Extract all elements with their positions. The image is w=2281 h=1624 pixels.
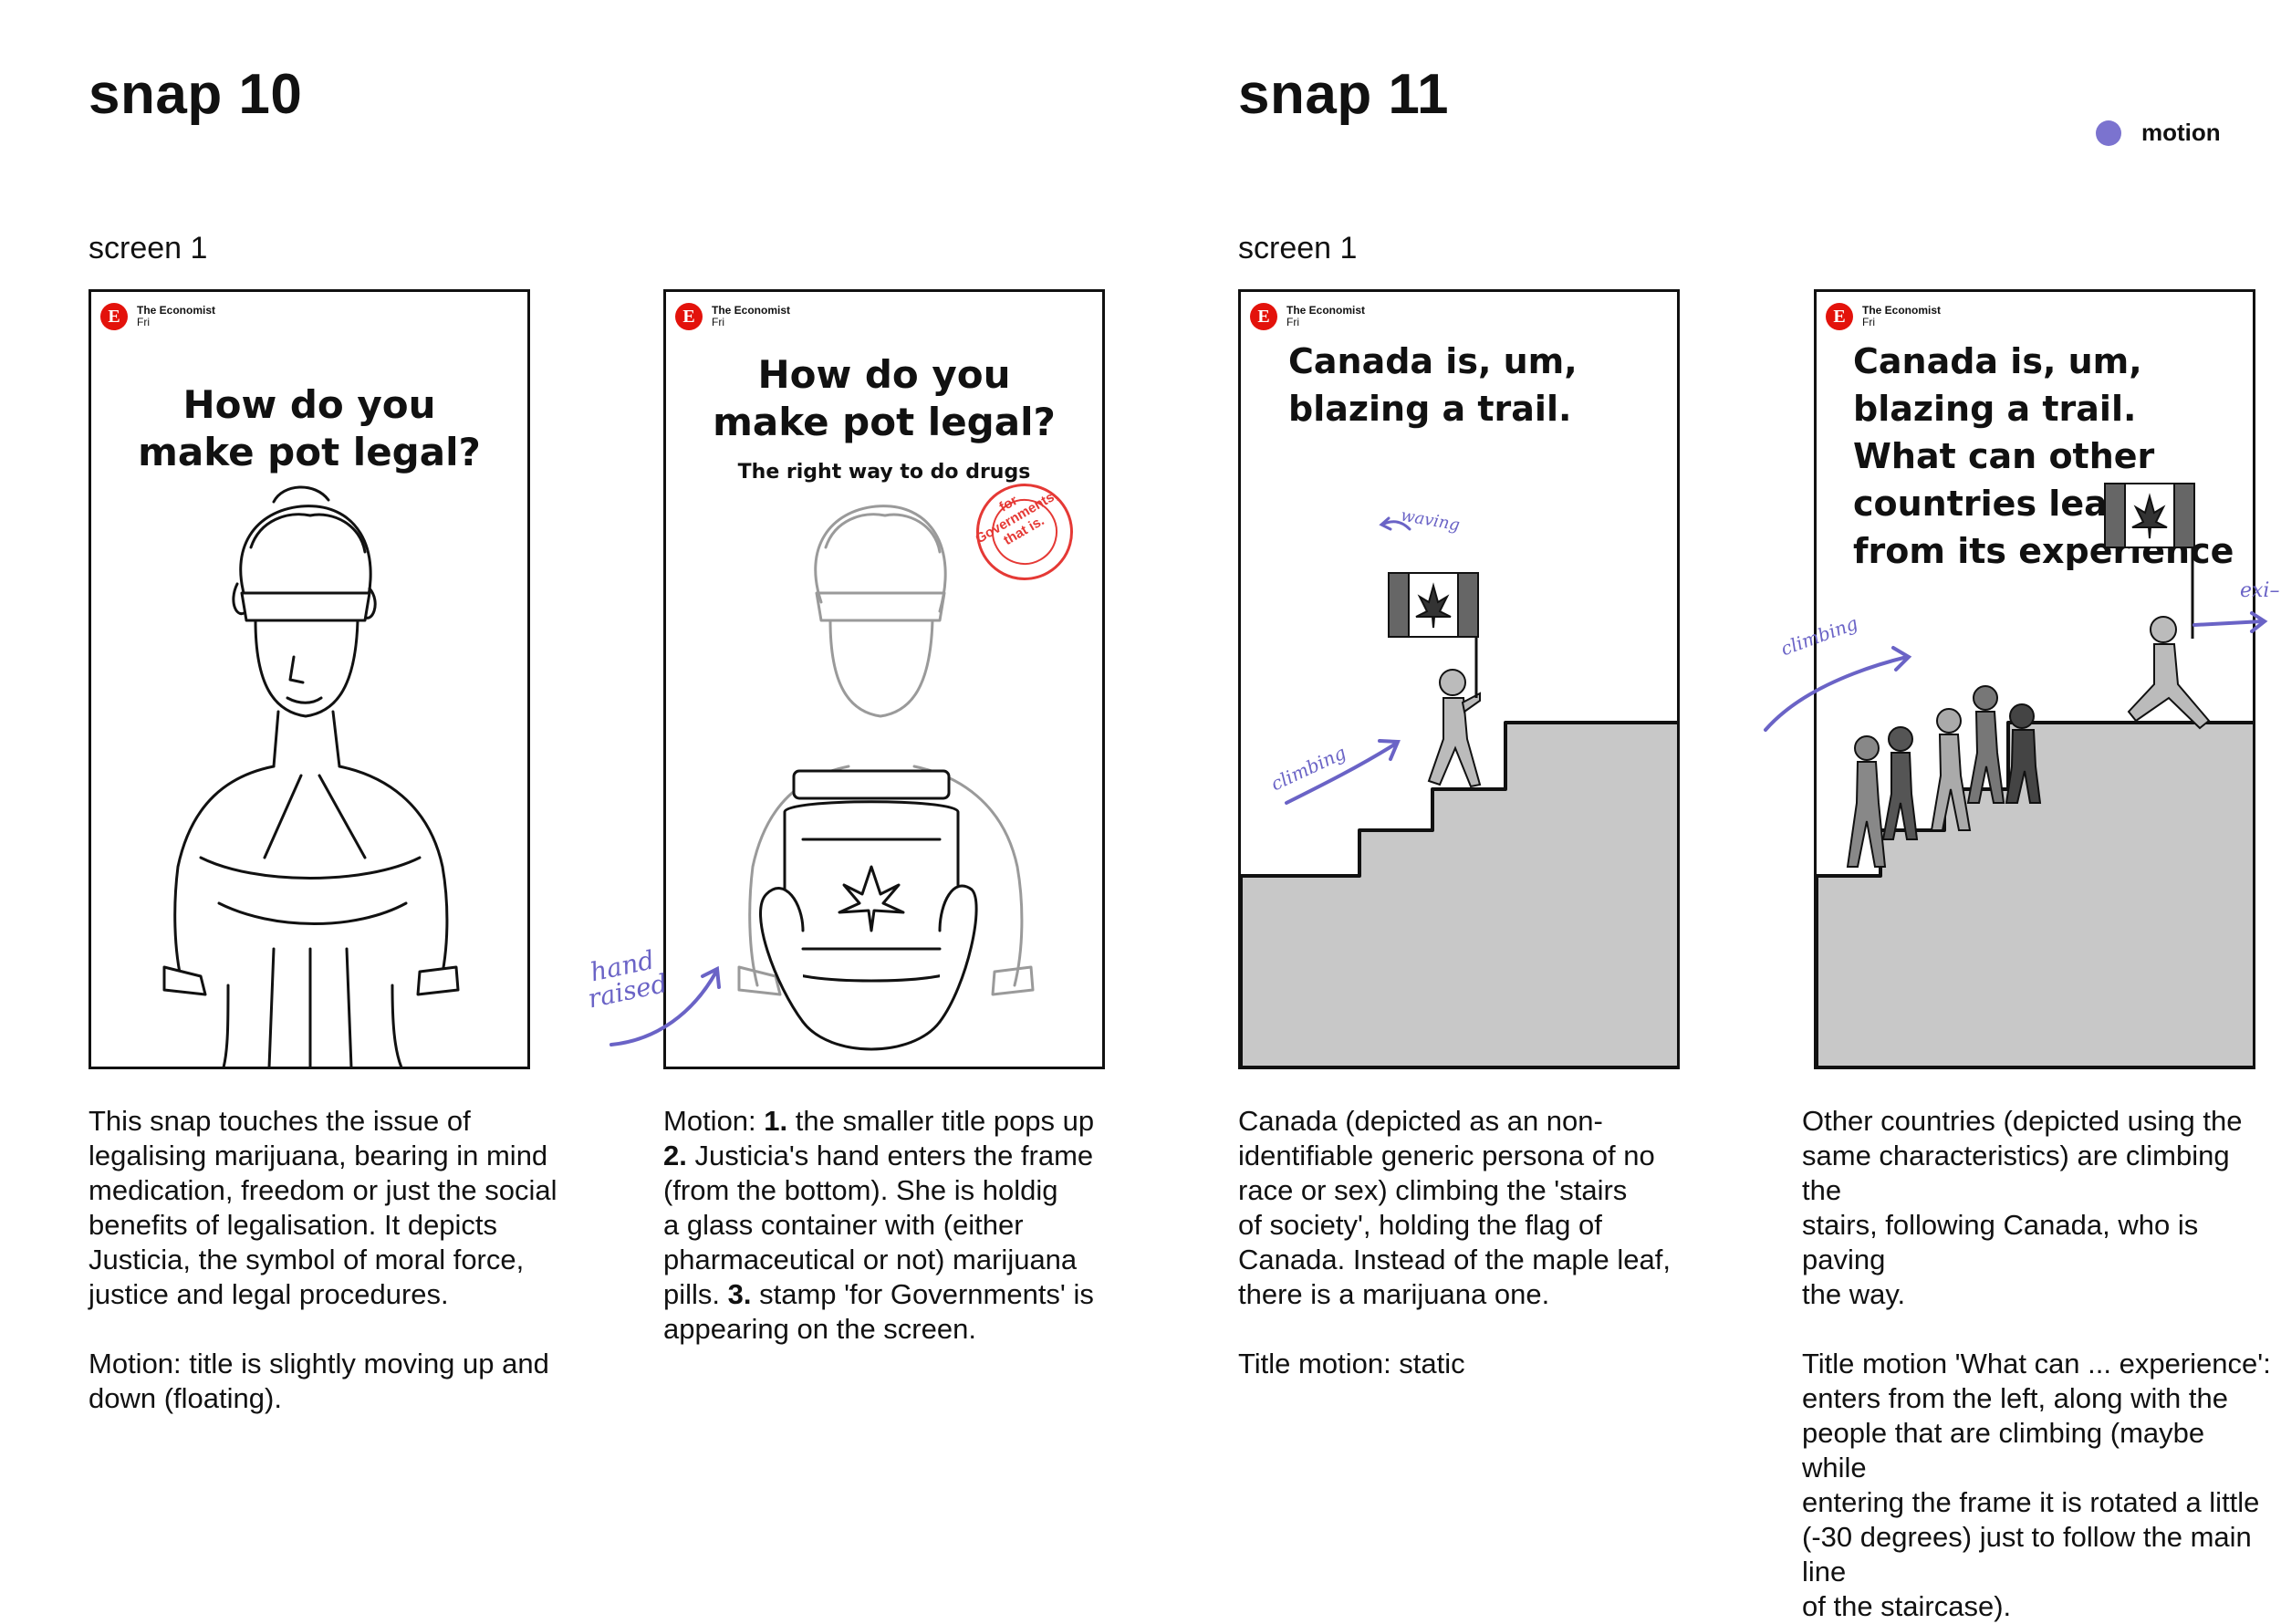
brand-name: The Economist — [1286, 304, 1366, 317]
desc2-step-1: 1. — [764, 1105, 788, 1137]
justicia-illustration — [162, 485, 460, 1067]
panel-3-title: Canada is, um, blazing a trail. — [1288, 341, 1578, 429]
brand-header: E The Economist Fri — [100, 303, 215, 330]
brand-name: The Economist — [712, 304, 791, 317]
panel-4-description: Other countries (depicted using the same… — [1802, 1105, 2271, 1622]
panel-4-frame: E The Economist Fri Canada is, um, blazi… — [1814, 289, 2255, 1069]
brand-header: E The Economist Fri — [1250, 303, 1365, 330]
panel-4-title: Canada is, um, blazing a trail. What can… — [1853, 341, 2234, 571]
desc2-part6: stamp 'for Governments' is appearing on … — [663, 1278, 1094, 1345]
countries-climbing-illustration — [1817, 483, 2253, 1067]
screen-label-snap11: screen 1 — [1238, 231, 1358, 265]
desc2-part2: the smaller title pops up — [795, 1105, 1095, 1137]
hand-raised-arrow-icon — [609, 965, 721, 1046]
canada-stairs-illustration — [1241, 572, 1677, 1067]
panel-1-description: This snap touches the issue of legalisin… — [89, 1105, 557, 1414]
brand-day: Fri — [1862, 316, 1875, 328]
justicia-with-jar-illustration — [737, 505, 1035, 1051]
desc2-step-2: 2. — [663, 1140, 687, 1171]
panel-1-frame: E The Economist Fri How do you make pot … — [89, 289, 530, 1069]
snap-10-title: snap 10 — [89, 63, 303, 126]
panel-2-subtitle: The right way to do drugs — [737, 461, 1031, 484]
motion-dot-icon — [2096, 120, 2121, 146]
waving-arrow-icon — [1379, 516, 1411, 531]
brand-day: Fri — [137, 316, 150, 328]
panel-3-frame: E The Economist Fri Canada is, um, blazi… — [1238, 289, 1680, 1069]
climbing-arrow-icon — [1285, 739, 1401, 805]
panel-1-title: How do you make pot legal? — [138, 382, 481, 474]
economist-logo-icon: E — [1250, 303, 1277, 330]
panel-3-description: Canada (depicted as an non- identifiable… — [1238, 1105, 1671, 1379]
brand-day: Fri — [712, 316, 724, 328]
panel-2-title: How do you make pot legal? — [713, 352, 1056, 444]
climbing-arrow-icon-2 — [1764, 646, 1912, 732]
desc2-part0: Motion: — [663, 1105, 765, 1137]
legend-label: motion — [2141, 119, 2221, 146]
brand-day: Fri — [1286, 316, 1299, 328]
panel-2-description: Motion: 1. the smaller title pops up 2. … — [663, 1104, 1174, 1347]
brand-header: E The Economist Fri — [675, 303, 790, 330]
legend: motion — [2096, 119, 2221, 147]
exit-arrow-icon — [2192, 611, 2268, 633]
screen-label-snap10: screen 1 — [89, 231, 208, 265]
brand-header: E The Economist Fri — [1826, 303, 1941, 330]
panel-2-frame: E The Economist Fri How do you make pot … — [663, 289, 1105, 1069]
desc2-part4: Justicia's hand enters the frame (from t… — [663, 1140, 1094, 1310]
economist-logo-icon: E — [1826, 303, 1853, 330]
exit-annotation: exi– — [2240, 579, 2280, 602]
economist-logo-icon: E — [675, 303, 703, 330]
desc2-step-3: 3. — [727, 1278, 752, 1310]
brand-name: The Economist — [1862, 304, 1942, 317]
brand-name: The Economist — [137, 304, 216, 317]
snap-11-title: snap 11 — [1238, 63, 1449, 126]
economist-logo-icon: E — [100, 303, 128, 330]
